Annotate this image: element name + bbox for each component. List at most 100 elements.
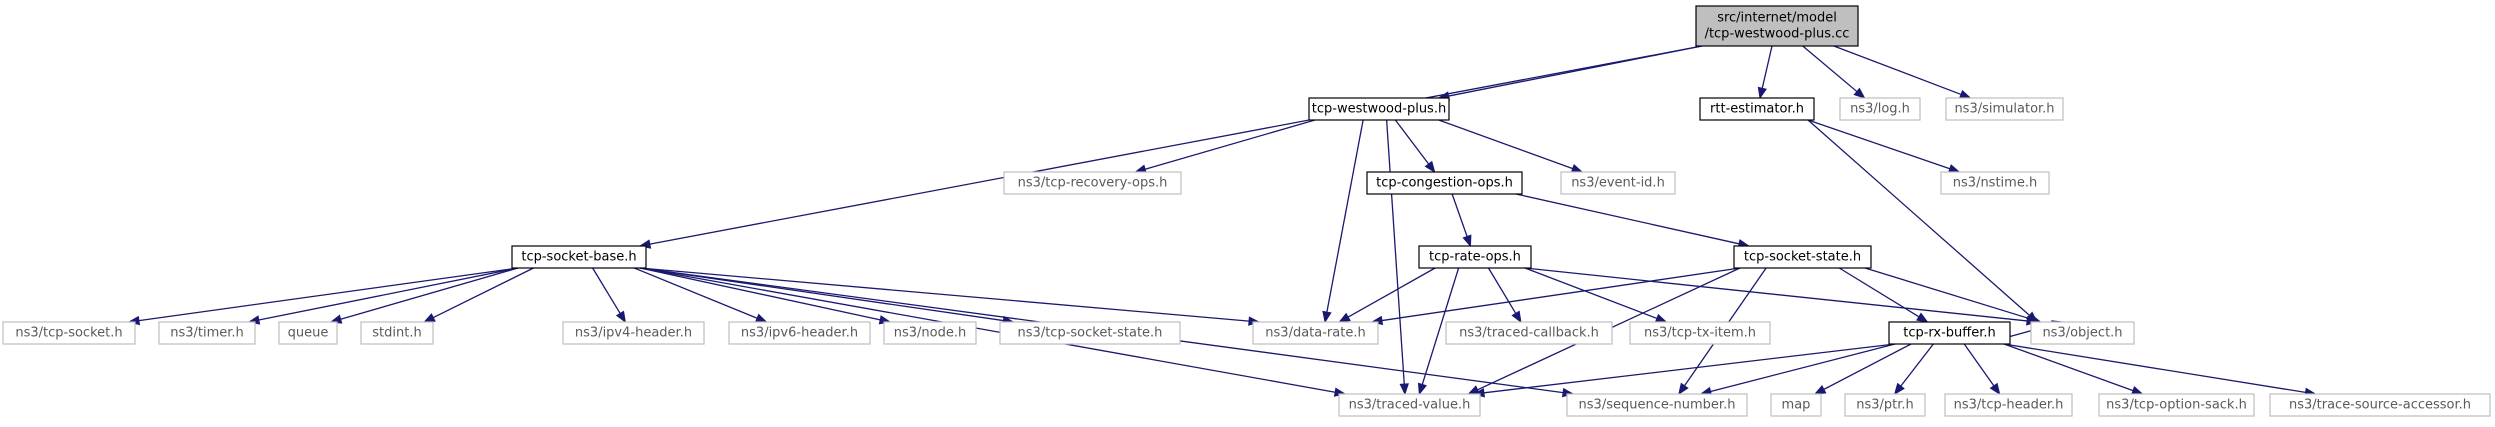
node-box [1733, 245, 1872, 269]
node-box [1629, 321, 1771, 345]
node-label: ns3/sequence-number.h [1579, 398, 1736, 413]
node-box [1770, 393, 1822, 417]
node-ns3-trace-source-accessor-h: ns3/trace-source-accessor.h [2269, 393, 2491, 417]
node-box [2, 321, 136, 345]
node-box [1699, 97, 1815, 121]
node-ns3-traced-value-h: ns3/traced-value.h [1338, 393, 1481, 417]
node-ns3-simulator-h: ns3/simulator.h [1945, 97, 2064, 121]
node-box [1888, 321, 2011, 345]
node-label: tcp-westwood-plus.h [1312, 102, 1446, 117]
node-tcp-rate-ops-h[interactable]: tcp-rate-ops.h [1418, 245, 1532, 269]
node-tcp-westwood-plus-h[interactable]: tcp-westwood-plus.h [1308, 97, 1450, 121]
node-tcp-socket-state-h[interactable]: tcp-socket-state.h [1733, 245, 1872, 269]
edge-rtt-estimator-h-to-ns3-nstime-h [1807, 119, 1961, 174]
node-box [1308, 97, 1450, 121]
node-ns3-node-h: ns3/node.h [883, 321, 977, 345]
node-label: ns3/ipv6-header.h [741, 326, 858, 341]
edge-tcp-rx-buffer-h-to-ns3-trace-source-accessor-h [2003, 343, 2317, 398]
node-box [511, 245, 647, 269]
node-box [1366, 171, 1523, 195]
node-label: tcp-socket-state.h [1744, 250, 1861, 265]
node-box [1944, 393, 2073, 417]
node-label: /tcp-westwood-plus.cc [1705, 27, 1850, 42]
node-box [2030, 321, 2135, 345]
node-box [883, 321, 977, 345]
node-label: tcp-socket-base.h [521, 250, 636, 265]
node-box [1003, 171, 1182, 195]
node-ns3-ipv4-header-h: ns3/ipv4-header.h [562, 321, 705, 345]
node-label: tcp-rate-ops.h [1429, 250, 1521, 265]
node-box [1252, 321, 1379, 345]
node-box [1418, 245, 1532, 269]
edge-root-to-ns3-simulator-h [1833, 45, 1972, 99]
node-label: ns3/node.h [894, 326, 966, 341]
node-ns3-tcp-socket-state-h: ns3/tcp-socket-state.h [999, 321, 1181, 345]
node-label: ns3/log.h [1850, 102, 1910, 117]
edge-tcp-westwood-plus-h-to-ns3-tcp-recovery-ops-h [1134, 119, 1316, 174]
node-label: ns3/tcp-header.h [1954, 398, 2064, 413]
node-label: ns3/tcp-socket.h [15, 326, 122, 341]
node-stdint-h: stdint.h [360, 321, 434, 345]
node-label: stdint.h [372, 326, 421, 341]
node-map: map [1770, 393, 1822, 417]
edge-tcp-rx-buffer-h-to-ns3-ptr-h [1893, 343, 1934, 396]
edge-tcp-socket-base-h-to-ns3-data-rate-h [639, 267, 1261, 326]
node-ns3-log-h: ns3/log.h [1839, 97, 1921, 121]
node-label: map [1782, 398, 1811, 413]
node-label: ns3/simulator.h [1954, 102, 2054, 117]
node-tcp-rx-buffer-h[interactable]: tcp-rx-buffer.h [1888, 321, 2011, 345]
edge-tcp-rate-ops-h-to-ns3-traced-callback-h [1487, 267, 1522, 324]
edge-tcp-socket-base-h-to-ns3-ipv4-header-h [592, 267, 627, 324]
node-box [158, 321, 256, 345]
node-box [1338, 393, 1481, 417]
node-ns3-ipv6-header-h: ns3/ipv6-header.h [728, 321, 871, 345]
node-rtt-estimator-h[interactable]: rtt-estimator.h [1699, 97, 1815, 121]
node-label: ns3/tcp-socket-state.h [1018, 326, 1163, 341]
edge-tcp-westwood-plus-h-to-tcp-congestion-ops-h [1394, 119, 1436, 174]
edge-tcp-congestion-ops-h-to-tcp-rate-ops-h [1451, 193, 1472, 248]
node-label: rtt-estimator.h [1710, 102, 1804, 117]
node-label: ns3/trace-source-accessor.h [2289, 398, 2471, 413]
node-label: ns3/timer.h [170, 326, 244, 341]
edge-rtt-estimator-h-to-ns3-object-h [1807, 119, 2039, 323]
node-label: ns3/object.h [2042, 326, 2122, 341]
edge-tcp-socket-base-h-to-ns3-node-h [639, 267, 892, 325]
edge-tcp-socket-base-h-to-queue [329, 267, 519, 324]
node-box [2269, 393, 2491, 417]
node-box [1844, 393, 1926, 417]
node-ns3-tcp-socket-h: ns3/tcp-socket.h [2, 321, 136, 345]
edge-root-to-ns3-log-h [1802, 45, 1866, 99]
node-ns3-tcp-recovery-ops-h: ns3/tcp-recovery-ops.h [1003, 171, 1182, 195]
edge-tcp-rx-buffer-h-to-ns3-tcp-option-sack-h [2003, 343, 2144, 395]
edge-tcp-socket-state-h-to-ns3-data-rate-h [1370, 267, 1741, 326]
edge-tcp-rx-buffer-h-to-ns3-sequence-number-h [1699, 343, 1896, 396]
edge-tcp-westwood-plus-h-to-ns3-traced-value-h [1385, 119, 1409, 396]
node-box [1839, 97, 1921, 121]
node-box [1940, 171, 2050, 195]
edge-tcp-westwood-plus-h-to-ns3-data-rate-h [1322, 119, 1364, 324]
node-label: ns3/tcp-tx-item.h [1644, 326, 1756, 341]
node-ns3-data-rate-h: ns3/data-rate.h [1252, 321, 1379, 345]
node-box [999, 321, 1181, 345]
node-box [1445, 321, 1613, 345]
node-ns3-ptr-h: ns3/ptr.h [1844, 393, 1926, 417]
edge-layer [127, 45, 2317, 398]
node-tcp-socket-base-h[interactable]: tcp-socket-base.h [511, 245, 647, 269]
node-label: tcp-rx-buffer.h [1903, 326, 1996, 341]
node-box [1566, 393, 1748, 417]
node-ns3-tcp-tx-item-h: ns3/tcp-tx-item.h [1629, 321, 1771, 345]
node-tcp-congestion-ops-h[interactable]: tcp-congestion-ops.h [1366, 171, 1523, 195]
node-label: queue [288, 326, 329, 341]
edge-tcp-socket-state-h-to-tcp-rx-buffer-h [1838, 267, 1929, 323]
node-label: ns3/ptr.h [1856, 398, 1914, 413]
node-root[interactable]: src/internet/model/tcp-westwood-plus.cc [1695, 5, 1859, 47]
node-box [1695, 5, 1859, 47]
node-ns3-tcp-option-sack-h: ns3/tcp-option-sack.h [2098, 393, 2255, 417]
node-ns3-sequence-number-h: ns3/sequence-number.h [1566, 393, 1748, 417]
edge-tcp-westwood-plus-h-to-ns3-event-id-h [1438, 119, 1584, 173]
node-ns3-event-id-h: ns3/event-id.h [1560, 171, 1676, 195]
edge-tcp-rate-ops-h-to-ns3-tcp-tx-item-h [1524, 267, 1668, 323]
edge-tcp-rate-ops-h-to-ns3-traced-value-h [1417, 267, 1460, 396]
node-box [2098, 393, 2255, 417]
